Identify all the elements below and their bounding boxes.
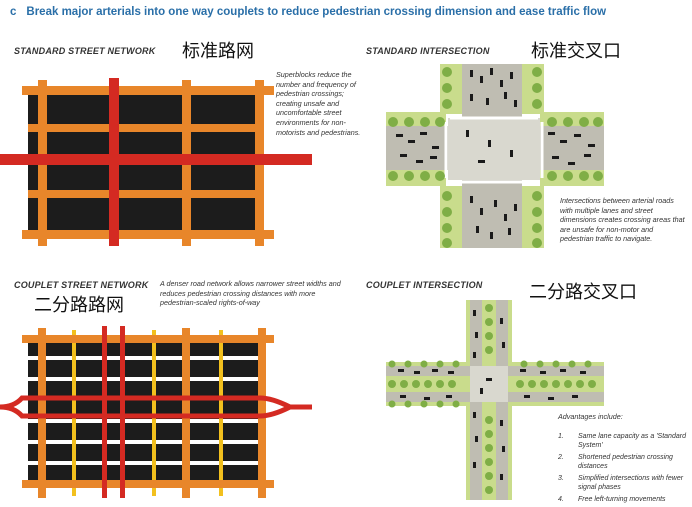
- advantage-text: Simplified intersections with fewer sign…: [578, 475, 684, 491]
- advantage-item: 3. Simplified intersections with fewer si…: [558, 474, 690, 492]
- standard-intersection-crosswalks: [444, 116, 544, 184]
- standard-network-cn-label: 标准路网: [182, 41, 254, 62]
- section-heading: c Break major arterials into one way coup…: [10, 6, 606, 18]
- couplet-network-description-text: A denser road network allows narrower st…: [160, 279, 341, 308]
- couplet-intersection-title: COUPLET INTERSECTION: [366, 280, 483, 290]
- couplet-intersection-cn-label: 二分路交叉口: [529, 282, 637, 303]
- standard-intersection-description: Intersections between arterial roads wit…: [560, 196, 688, 244]
- couplet-network-red-verticals: [102, 326, 125, 498]
- couplet-network-yellow-streets: [72, 330, 223, 496]
- advantage-number: 3.: [558, 475, 564, 482]
- couplet-network-red-couplets: [0, 395, 312, 419]
- couplet-intersection-cars: [398, 310, 586, 480]
- couplet-network-blocks: [28, 340, 264, 483]
- standard-intersection-description-text: Intersections between arterial roads wit…: [560, 196, 685, 244]
- advantages-title: Advantages include:: [558, 412, 623, 421]
- advantage-text: Shortened pedestrian crossing distances: [578, 454, 673, 470]
- standard-network-title: STANDARD STREET NETWORK: [14, 46, 156, 56]
- standard-network-description-text: Superblocks reduce the number and freque…: [276, 70, 361, 137]
- advantage-number: 1.: [558, 433, 564, 440]
- section-title: Break major arterials into one way coupl…: [26, 6, 607, 18]
- couplet-intersection-plaza: [470, 366, 508, 402]
- couplet-network-title: COUPLET STREET NETWORK: [14, 280, 149, 290]
- advantage-text: Same lane capacity as a 'Standard System…: [578, 433, 686, 449]
- standard-intersection-plaza: [448, 118, 540, 180]
- standard-intersection-trees: [388, 67, 603, 248]
- couplet-network-white-lanes: [28, 356, 264, 465]
- advantage-item: 1. Same lane capacity as a 'Standard Syst…: [558, 432, 690, 450]
- couplet-intersection-trees: [388, 304, 596, 494]
- advantage-text: Free left-turning movements: [578, 496, 666, 503]
- standard-intersection-title: STANDARD INTERSECTION: [366, 46, 490, 56]
- advantage-item: 2. Shortened pedestrian crossing distance…: [558, 453, 690, 471]
- standard-network-red-arterials: [0, 78, 312, 246]
- couplet-network-cn-label: 二分路路网: [34, 295, 124, 316]
- standard-network-description: Superblocks reduce the number and freque…: [276, 70, 368, 137]
- advantages-list: 1. Same lane capacity as a 'Standard Syst…: [558, 432, 690, 507]
- section-letter: c: [10, 6, 17, 18]
- standard-intersection-cn-label: 标准交叉口: [531, 41, 621, 62]
- couplet-network-description: A denser road network allows narrower st…: [160, 279, 350, 308]
- advantage-number: 2.: [558, 454, 564, 461]
- standard-intersection-cars: [396, 68, 595, 239]
- advantage-number: 4.: [558, 496, 564, 503]
- advantage-item: 4. Free left-turning movements: [558, 495, 690, 504]
- couplet-network-orange-streets: [22, 328, 274, 498]
